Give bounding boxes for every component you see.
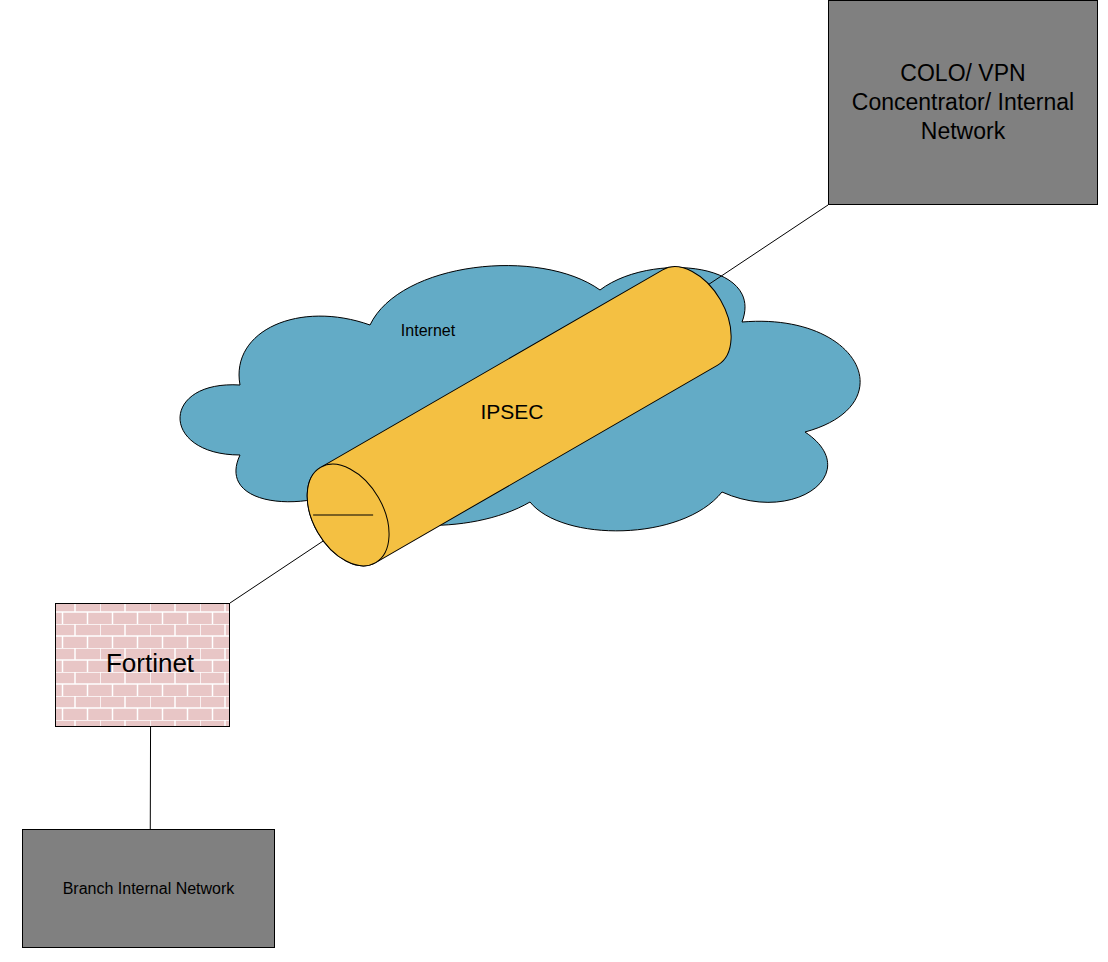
- cylinder-front-cap: [290, 450, 406, 580]
- node-label: Branch Internal Network: [29, 879, 269, 899]
- cylinder-group: [290, 252, 748, 580]
- brick-wall: [56, 604, 230, 727]
- branch-box: Branch Internal Network: [22, 829, 275, 948]
- connector-line: [150, 727, 151, 829]
- colo-box: COLO/ VPN Concentrator/ Internal Network: [828, 0, 1098, 205]
- cylinder-body: [290, 252, 748, 580]
- tunnel-label: IPSEC: [480, 399, 543, 425]
- cable-through-cap: [313, 515, 373, 516]
- firewall-box: Fortinet: [55, 603, 230, 727]
- node-label: Fortinet: [106, 647, 194, 680]
- cloud-label: Internet: [401, 321, 455, 341]
- ipsec-tunnel: IPSEC: [260, 250, 760, 590]
- node-label: COLO/ VPN Concentrator/ Internal Network: [848, 59, 1078, 145]
